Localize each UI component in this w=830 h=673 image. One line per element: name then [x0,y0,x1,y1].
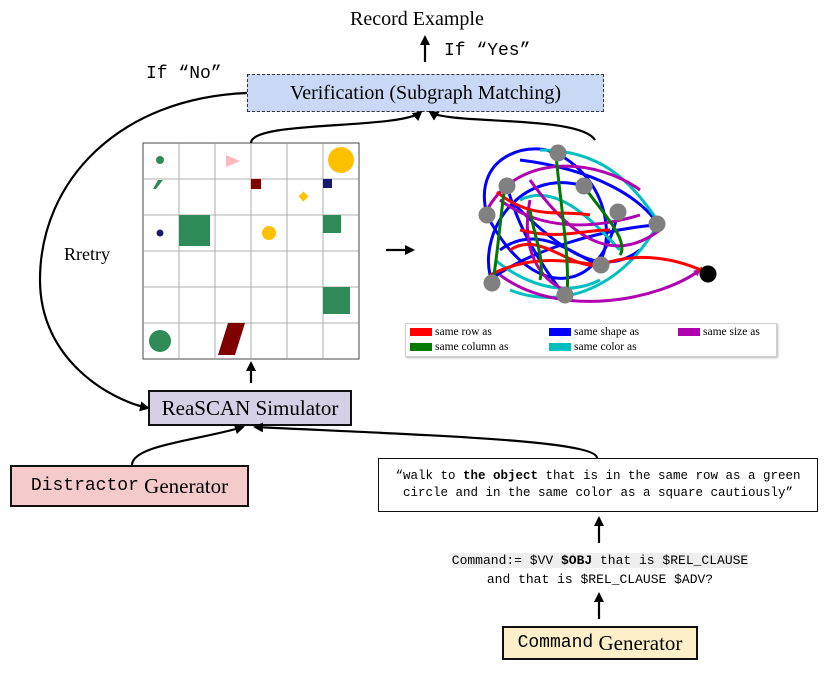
command-template: Command:= $VV $OBJ that is $REL_CLAUSE a… [430,551,770,589]
legend-label: same row as [435,326,492,338]
legend-item: same row as [410,326,492,338]
command-generator-box: Command Generator [502,626,698,660]
green-circle [149,330,171,352]
yellow-circle [328,147,354,173]
command-generator-word: Generator [593,630,683,655]
green-square-small [323,215,341,233]
graph-node [556,286,574,304]
if-yes-label: If “Yes” [444,41,531,61]
command-text: “walk to the object that is in the same … [393,468,803,502]
record-example-label: Record Example [350,8,484,30]
verification-box: Verification (Subgraph Matching) [247,74,604,112]
command-text-box: “walk to the object that is in the same … [378,458,818,512]
template-obj: $OBJ [560,553,593,568]
legend-label: same color as [574,341,637,353]
graph-node [549,144,567,162]
legend-swatch [678,328,700,336]
legend-item: same size as [678,326,760,338]
command-text-start: “walk to [395,469,463,483]
arrow-cmd-to-sim [253,422,599,459]
target-node [699,265,717,283]
green-square-large [179,215,210,246]
template-line2: and that is $REL_CLAUSE $ADV? [486,572,714,587]
legend-swatch [410,328,432,336]
navy-circle [156,229,164,237]
edges-same-size [485,164,701,303]
graph-node [592,256,610,274]
distractor-generator-box: Distractor Generator [10,465,249,507]
distractor-generator-word: Generator [138,473,229,498]
relation-graph [478,144,717,304]
graph-node [498,177,516,195]
legend-item: same color as [549,341,637,353]
graph-node [648,215,666,233]
if-no-label: If “No” [146,64,222,84]
legend-label: same column as [435,341,509,353]
arrow-distractor-to-sim [130,424,245,466]
retry-label: Rretry [64,244,110,264]
legend-swatch [549,343,571,351]
arrow-grid-to-verif [249,110,423,144]
navy-square [323,179,332,188]
legend-label: same shape as [574,326,640,338]
edges-same-row [489,190,706,277]
red-cylinder [218,323,245,355]
green-cylinder-partial [153,180,163,189]
graph-node [609,203,627,221]
red-square [251,179,261,189]
flow-arrows [38,35,604,619]
legend-swatch [549,328,571,336]
verification-label: Verification (Subgraph Matching) [289,81,562,104]
small-green-circle [156,156,164,164]
graph-node [483,274,501,292]
edges-same-shape [483,147,657,297]
command-keyword: Command [517,633,594,653]
pink-triangle [226,155,240,167]
distractor-keyword: Distractor [30,476,139,496]
graph-legend: same row as same shape as same size as s… [405,323,777,357]
grid-world [142,142,360,360]
graph-node [478,206,496,224]
yellow-small-circle [262,226,276,240]
legend-item: same shape as [549,326,639,338]
retry-arrow [38,91,248,412]
simulator-box: ReaSCAN Simulator [148,390,352,426]
template-line1-rest: that is $REL_CLAUSE [592,553,749,568]
simulator-label: ReaSCAN Simulator [161,395,339,420]
green-square-medium [323,287,350,314]
legend-item: same column as [410,341,508,353]
command-text-end: that is in the same row as a green circl… [402,469,801,500]
legend-swatch [410,343,432,351]
command-text-bold: the object [462,469,538,483]
arrow-graph-to-verif [428,110,596,141]
graph-node [575,177,593,195]
graph-nodes [478,144,666,304]
template-prefix: Command:= $VV [451,553,561,568]
yellow-diamond [298,191,309,202]
legend-label: same size as [703,326,760,338]
